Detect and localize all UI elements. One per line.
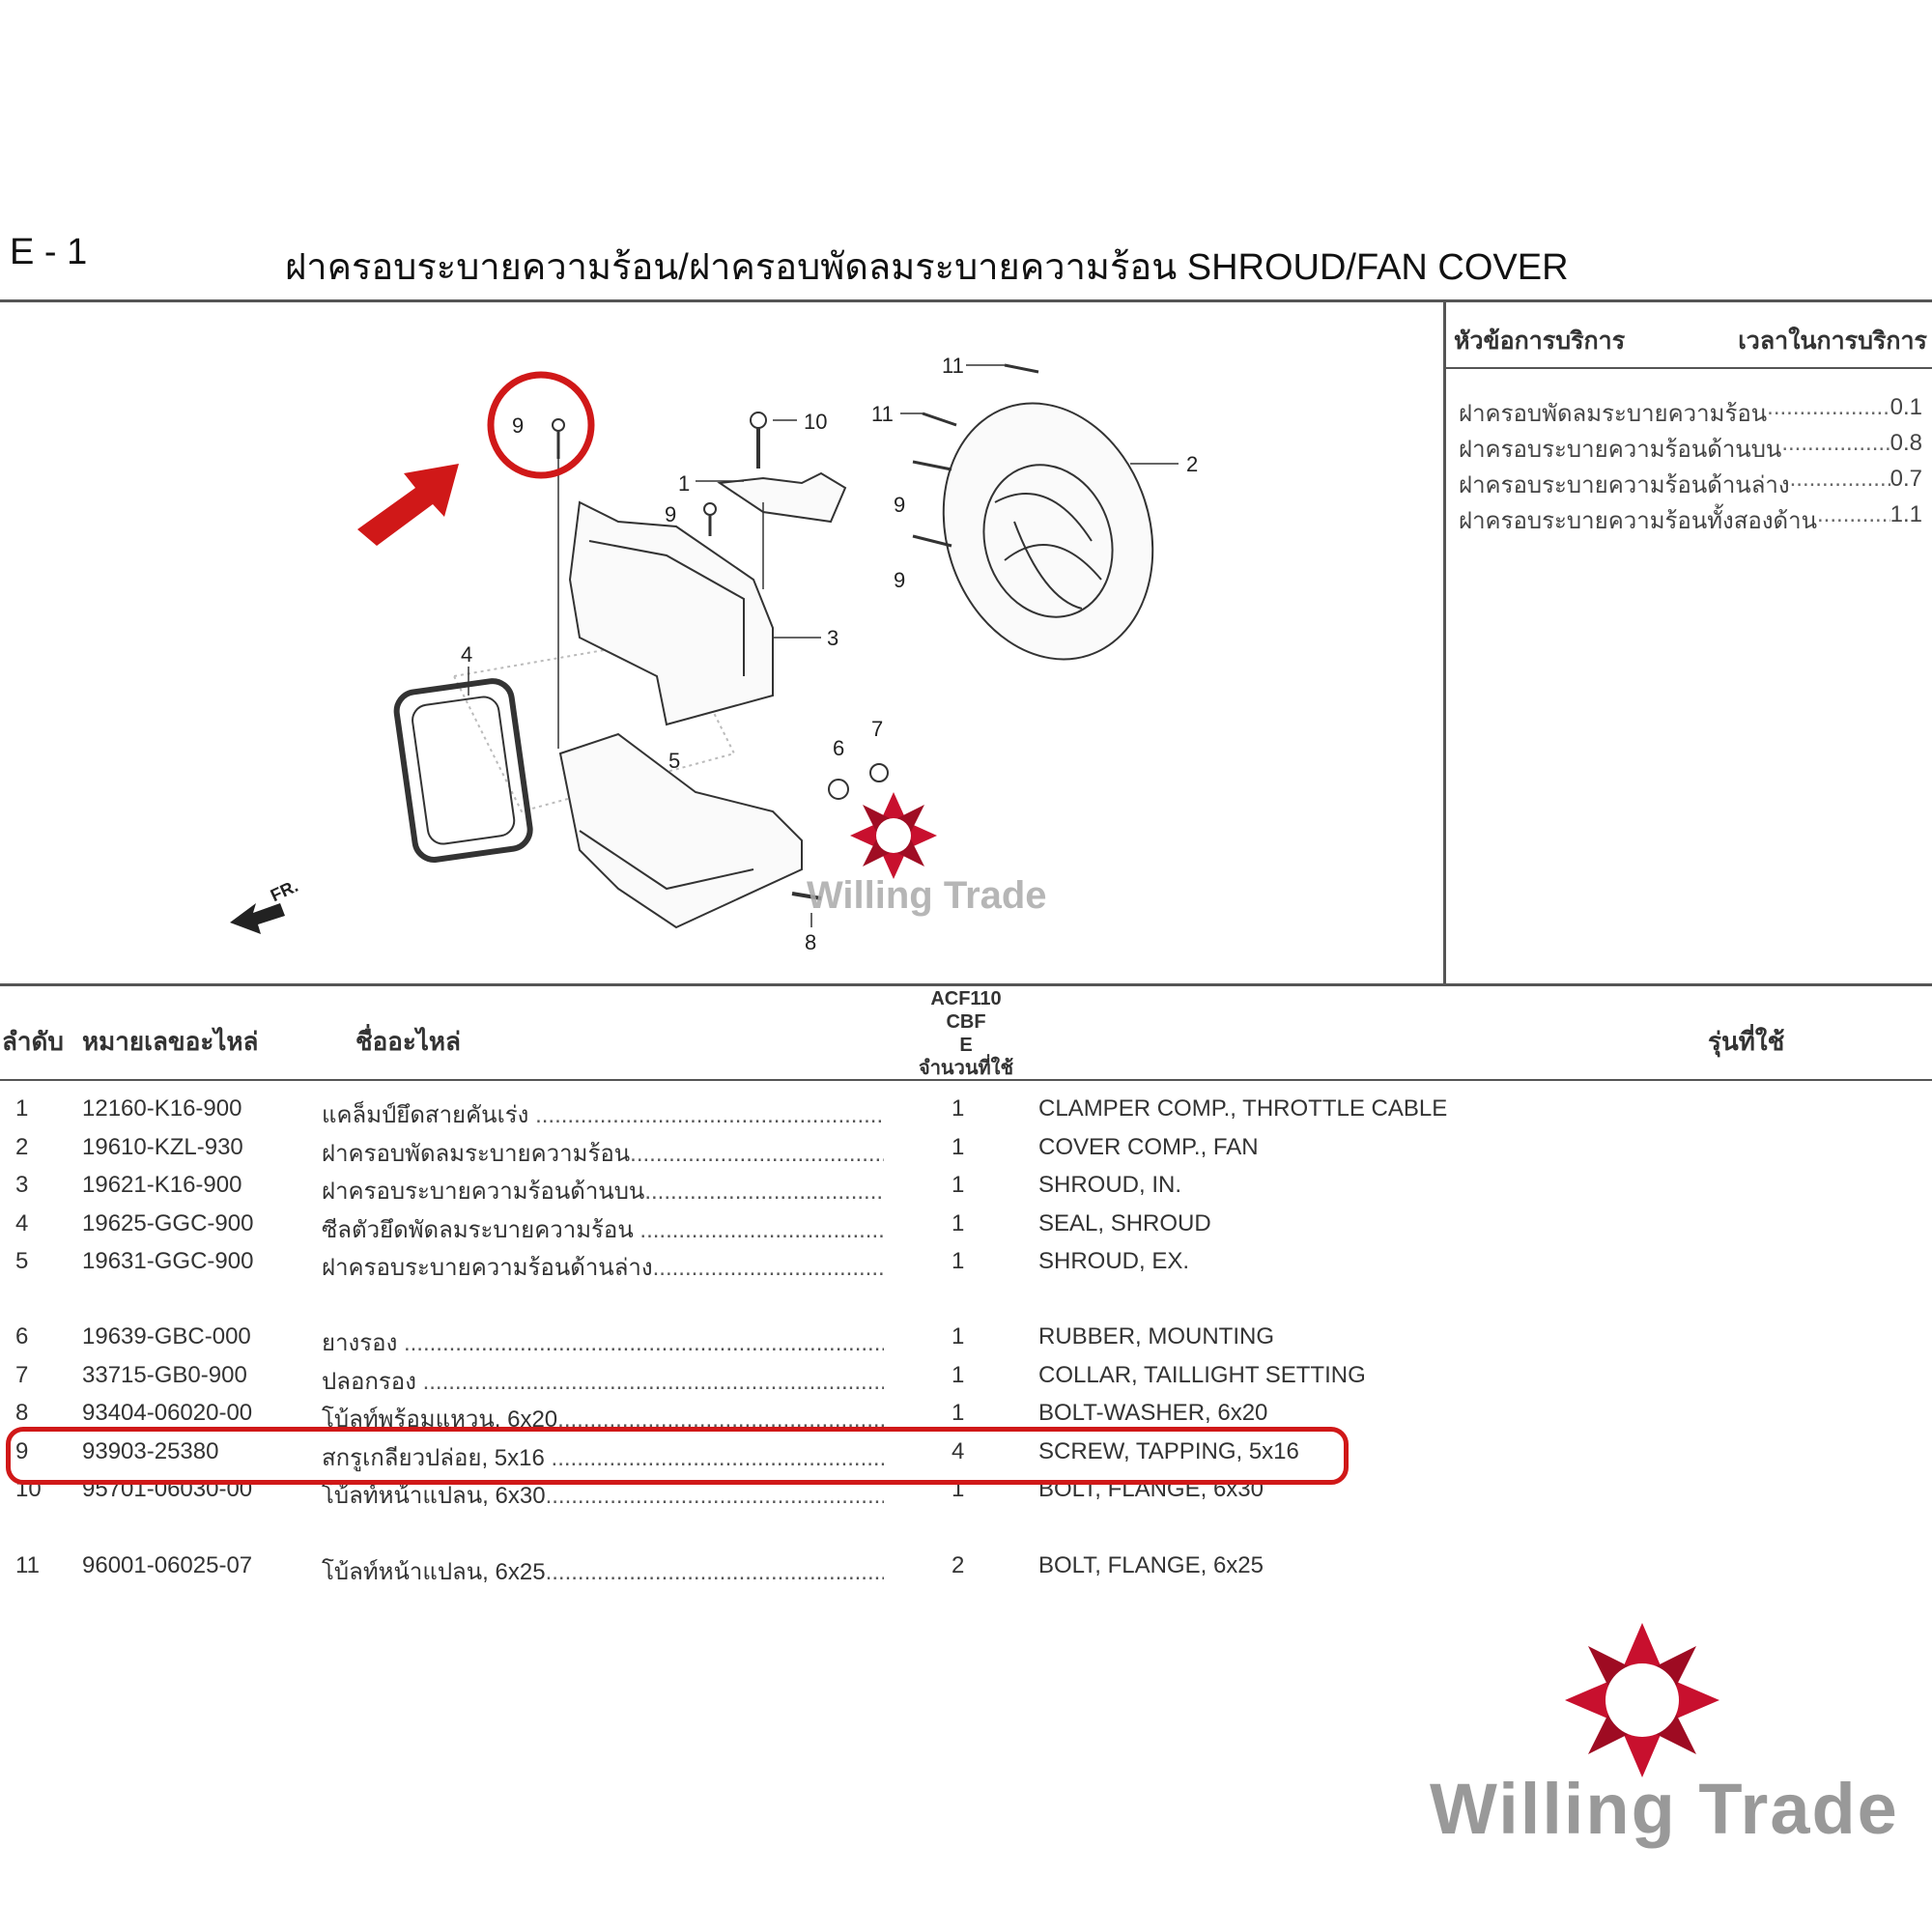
fan-cover (942, 402, 1154, 661)
table-header-divider (0, 1079, 1932, 1081)
header-divider (0, 299, 1932, 302)
fan-grille-vanes (994, 493, 1102, 610)
service-item: ฝาครอบพัดลมระบายความร้อน................… (1459, 394, 1922, 427)
col-header-no: ลำดับ (2, 1027, 64, 1056)
front-arrow (230, 903, 285, 934)
shroud-in-detail (588, 540, 745, 676)
bolt-11-a (1004, 363, 1039, 374)
section-code: E - 1 (10, 232, 88, 272)
callout-11: 11 (942, 354, 964, 378)
screw-9-fan-a (912, 460, 952, 471)
callout-4: 4 (461, 642, 473, 667)
callout-11: 11 (871, 402, 894, 426)
page-title: ฝาครอบระบายความร้อน/ฝาครอบพัดลมระบายความ… (285, 247, 1569, 288)
col-header-part-no: หมายเลขอะไหล่ (82, 1027, 259, 1056)
col-header-name: ชื่ออะไหล่ (355, 1027, 461, 1056)
callout-8: 8 (805, 930, 817, 954)
service-time-label: เวลาในการบริการ (1738, 327, 1927, 355)
callout-6: 6 (833, 736, 845, 760)
bolt-8 (791, 892, 822, 900)
callout-9: 9 (894, 493, 906, 517)
highlight-arrow (357, 464, 459, 546)
callout-3: 3 (827, 626, 839, 650)
table-top-border (0, 983, 1932, 986)
callout-9: 9 (894, 568, 906, 592)
clamper (717, 471, 847, 524)
service-item: ฝาครอบระบายความร้อนทั้งสองด้าน..........… (1459, 501, 1922, 534)
screw-9-fan-b (912, 534, 952, 548)
watermark-text-small: Willing Trade (807, 874, 1047, 917)
service-item: ฝาครอบระบายความร้อนด้านบน...............… (1459, 430, 1922, 463)
callout-10: 10 (804, 410, 828, 434)
service-item: ฝาครอบระบายความร้อนด้านล่าง.............… (1459, 466, 1922, 498)
fan-grille (982, 464, 1114, 618)
panel-divider (1443, 299, 1446, 985)
service-header-divider (1446, 367, 1932, 369)
row-highlight-box (6, 1427, 1349, 1485)
seal-shroud (393, 678, 533, 863)
model-column-header: ACF110 CBF E จำนวนที่ใช้ (918, 988, 1014, 1079)
highlight-circle (487, 371, 595, 479)
callout-5: 5 (668, 749, 681, 773)
callout-2: 2 (1186, 452, 1199, 476)
rubber-6 (828, 779, 849, 800)
shroud-ex-detail (579, 830, 754, 891)
watermark-logo-large (1565, 1623, 1719, 1777)
service-topic-label: หัวข้อการบริการ (1454, 327, 1626, 355)
watermark-text-large: Willing Trade (1430, 1769, 1899, 1849)
callout-7: 7 (871, 717, 884, 741)
bolt-11-b (922, 412, 957, 427)
callout-1: 1 (678, 471, 691, 496)
parts-diagram (230, 363, 1179, 934)
seal-shroud-inner (412, 696, 516, 845)
shroud-in (568, 500, 774, 726)
callout-9: 9 (512, 413, 525, 438)
watermark-logo-small (850, 792, 937, 879)
callout-9: 9 (665, 502, 677, 526)
collar-7 (869, 763, 889, 782)
col-header-model-used: รุ่นที่ใช้ (1708, 1027, 1785, 1056)
shroud-ex (558, 732, 803, 929)
seal-pattern (452, 636, 736, 813)
